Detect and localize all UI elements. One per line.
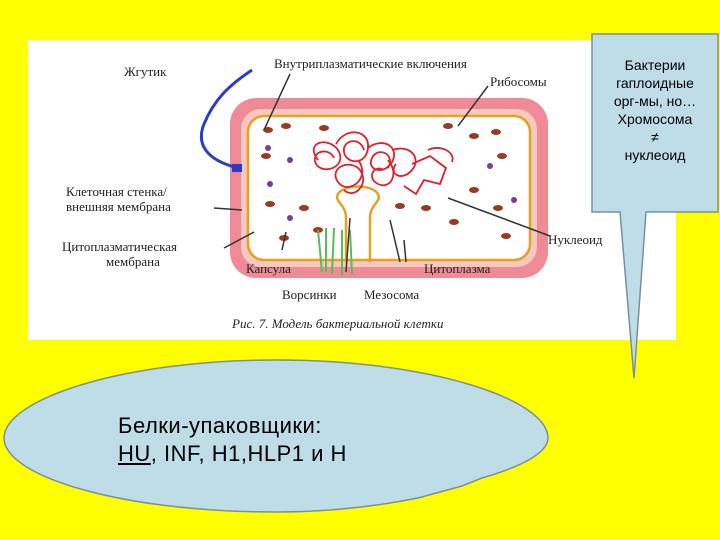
bubble-other-proteins: , INF, H1,HLP1 и H — [150, 441, 347, 466]
inclusions — [265, 145, 517, 221]
label-cell-wall-1: Клеточная стенка/ — [66, 184, 167, 199]
flagellum — [199, 68, 253, 170]
label-mesosome: Мезосома — [364, 287, 420, 302]
speech-bubble-text: Белки-упаковщики: HU, INF, H1,HLP1 и H — [118, 412, 438, 468]
ribosomes — [261, 123, 511, 241]
label-cell-wall-2: внешняя мембрана — [66, 199, 171, 214]
note-callout-text: Бактерии гаплоидные орг-мы, но… Хромосом… — [592, 34, 718, 212]
note-line: Бактерии — [624, 57, 686, 73]
bubble-line-2: HU, INF, H1,HLP1 и H — [118, 440, 438, 468]
label-nucleoid: Нуклеоид — [548, 232, 603, 247]
label-inclusions: Внутриплазматические включения — [274, 56, 467, 71]
label-capsule: Капсула — [246, 261, 291, 276]
label-fimbriae: Ворсинки — [282, 287, 337, 302]
label-flagellum: Жгутик — [124, 64, 167, 79]
bacterial-cell-figure: Жгутик Внутриплазматические включения Ри… — [28, 40, 676, 340]
fimbriae — [317, 227, 353, 276]
speech-bubble — [3, 359, 549, 513]
note-line: Хромосома — [617, 111, 693, 127]
bubble-line-1: Белки-упаковщики: — [118, 413, 322, 438]
note-line: нуклеоид — [624, 147, 686, 163]
flagellum-base — [232, 164, 242, 172]
label-cyto-membrane-1: Цитоплазматическая — [62, 239, 178, 254]
mesosome — [335, 185, 381, 262]
note-callout — [591, 33, 719, 379]
nucleoid-dna — [312, 131, 454, 196]
note-line: ≠ — [651, 129, 659, 145]
note-line: орг-мы, но… — [613, 93, 697, 109]
figure-caption: Рис. 7. Модель бактериальной клетки — [232, 316, 444, 331]
label-ribosomes: Рибосомы — [490, 74, 547, 89]
pointer-lines — [213, 73, 551, 273]
label-cyto-membrane-2: мембрана — [106, 254, 160, 269]
bubble-hu-protein: HU — [118, 441, 151, 466]
cell-diagram — [199, 68, 551, 278]
note-line: гаплоидные — [616, 75, 694, 91]
label-cytoplasm: Цитоплазма — [424, 261, 491, 276]
